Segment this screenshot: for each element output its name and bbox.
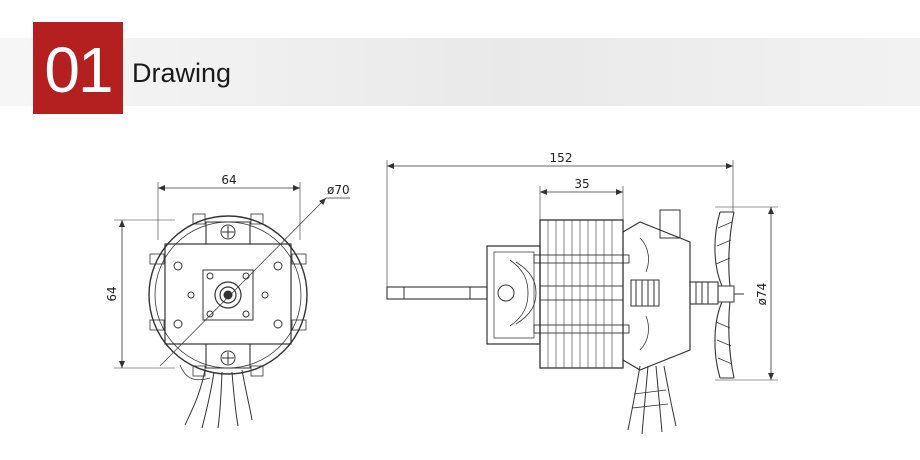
header-band (0, 38, 920, 106)
section-number: 01 (44, 34, 113, 106)
front-height-label: 64 (105, 286, 119, 301)
total-length-label: 152 (550, 151, 573, 165)
front-diameter-label: ø70 (327, 183, 350, 197)
stator-length-label: 35 (574, 177, 589, 191)
front-width-label: 64 (221, 173, 236, 187)
side-view (386, 160, 778, 435)
section-title: Drawing (132, 58, 232, 88)
fan-diameter-label: ø74 (755, 283, 769, 306)
dim-line-front-diameter (159, 197, 327, 367)
section-number-badge: 01 (33, 22, 123, 114)
front-view (114, 182, 350, 429)
